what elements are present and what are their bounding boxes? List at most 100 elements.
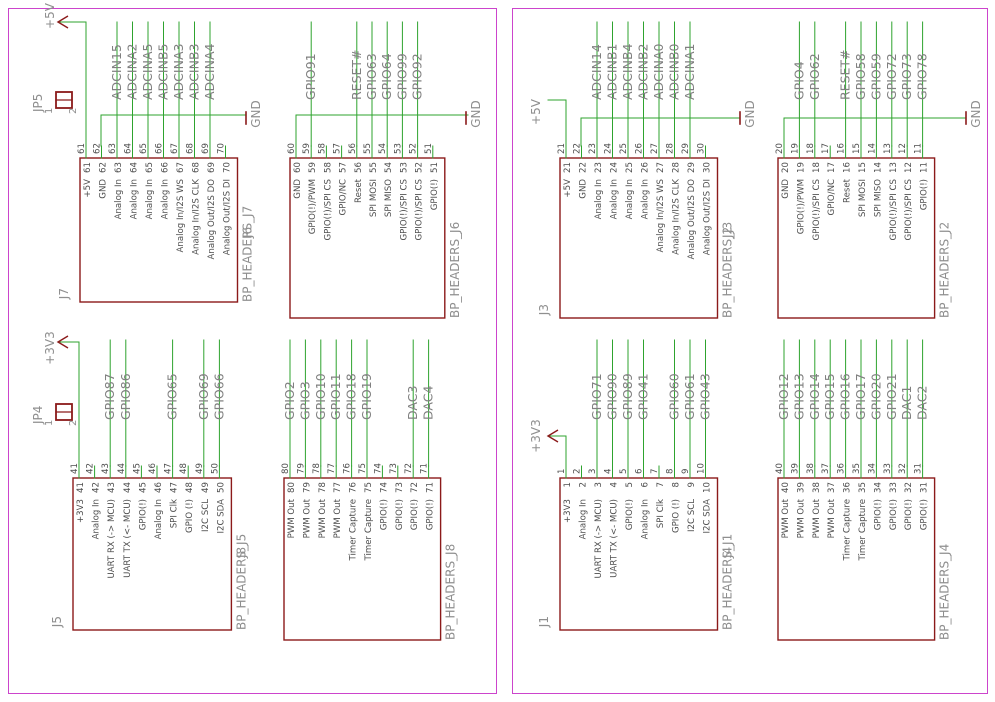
pin-function: Analog Out/I2S DO (207, 179, 217, 260)
pin-function: GPIO(!)/SPI CS (415, 179, 425, 241)
pin-number-outside: 44 (117, 463, 127, 474)
pin-number: 17 (827, 162, 837, 173)
pin-function: Timer Capture (843, 499, 853, 561)
pin-number: 50 (216, 482, 226, 493)
pin-number-outside: 45 (132, 463, 142, 474)
net-label: DAC2 (915, 386, 930, 420)
net-label: GPIO41 (636, 373, 651, 420)
pin-number: 63 (114, 162, 124, 173)
net-label: DAC4 (421, 386, 436, 420)
pin-number-outside: 55 (363, 143, 373, 154)
net-label: GPIO59 (868, 53, 883, 100)
pin-function: GND (781, 179, 791, 199)
pin-function: PWM Out (827, 498, 837, 538)
pin-number: 43 (107, 482, 117, 493)
pin-function: UART RX (-> MCU) (107, 499, 117, 579)
pin-function: Timer Capture (349, 499, 359, 561)
pin-number: 15 (858, 162, 868, 173)
pin-number: 41 (76, 482, 86, 493)
pin-number-outside: 63 (108, 143, 118, 154)
pin-number: 55 (369, 162, 379, 173)
ground-label: GND (743, 100, 757, 128)
pin-number-outside: 43 (101, 463, 111, 474)
pin-number-outside: 17 (821, 143, 831, 154)
pin-number-outside: 50 (210, 463, 220, 474)
pin-number: 65 (145, 162, 155, 173)
jumper-ref: JP4 (31, 406, 45, 425)
pin-number-outside: 69 (201, 143, 211, 154)
net-label: GPIO90 (605, 373, 620, 420)
pin-number: 29 (687, 162, 697, 173)
pin-number-outside: 76 (343, 463, 353, 474)
pin-number-outside: 66 (155, 143, 165, 154)
header-symbol-name: BP_HEADERS_J3 (721, 222, 735, 318)
pin-number-outside: 61 (77, 143, 87, 154)
header-alt-ref: J2 (721, 227, 735, 239)
pin-number: 18 (812, 162, 822, 173)
pin-number-outside: 78 (312, 463, 322, 474)
pin-number-outside: 27 (650, 143, 660, 154)
pin-number: 5 (625, 482, 635, 487)
pin-function: +5V (83, 179, 93, 198)
pin-function: GPIO(!)/SPI CS (399, 179, 409, 241)
pin-number: 27 (656, 162, 666, 173)
net-label: GPIO60 (667, 373, 682, 420)
pin-number: 72 (410, 482, 420, 493)
pin-number-outside: 6 (635, 469, 645, 474)
pin-number-outside: 2 (573, 469, 583, 474)
net-label: GPIO15 (822, 373, 837, 420)
pin-number-outside: 36 (837, 463, 847, 474)
power-flag-icon (56, 335, 69, 349)
pin-function: GPIO(!) (625, 499, 635, 530)
pin-number: 46 (154, 482, 164, 493)
net-label: ADCINA5 (140, 44, 155, 100)
net-label: GPIO63 (364, 53, 379, 100)
pin-number: 57 (339, 162, 349, 173)
pin-number-outside: 32 (898, 463, 908, 474)
header-symbol-name: BP_HEADERS_J1 (721, 534, 735, 630)
header-ref: J7 (57, 288, 71, 300)
net-label: GPIO13 (791, 373, 806, 420)
header-body (777, 477, 936, 641)
header-body (559, 477, 719, 631)
pin-function: GPIO(!) (379, 499, 389, 530)
pin-function: GPIO(!) (920, 499, 930, 530)
pin-function: Analog In (114, 179, 124, 219)
pin-number: 76 (349, 482, 359, 493)
pin-number-outside: 38 (806, 463, 816, 474)
pin-number-outside: 60 (287, 143, 297, 154)
pin-number-outside: 15 (852, 143, 862, 154)
pin-function: GPIO/NC (827, 179, 837, 215)
pin-number-outside: 64 (124, 143, 134, 154)
net-label: ADCINB0 (667, 43, 682, 100)
pin-function: GPIO(!)/SPI CS (812, 179, 822, 241)
pin-number: 31 (920, 482, 930, 493)
pin-number-outside: 11 (914, 143, 924, 154)
pin-number: 25 (625, 162, 635, 173)
net-label: ADCIN14 (589, 44, 604, 100)
pin-number: 38 (812, 482, 822, 493)
pin-number-outside: 24 (604, 143, 614, 154)
pin-number: 40 (781, 482, 791, 493)
pin-number: 60 (293, 162, 303, 173)
pin-number-outside: 10 (697, 463, 707, 474)
pin-number-outside: 67 (170, 143, 180, 154)
pin-number: 35 (858, 482, 868, 493)
pin-function: GPIO/NC (339, 179, 349, 215)
pin-number: 11 (920, 162, 930, 173)
header-symbol-name: BP_HEADERS_J8 (444, 544, 458, 640)
pin-function: Analog In (161, 179, 171, 219)
pin-number: 56 (354, 162, 364, 173)
jumper-pin-1: 1 (44, 420, 55, 426)
header-ref: J1 (537, 616, 551, 628)
pin-number-outside: 37 (821, 463, 831, 474)
pin-function: SPI MISO (384, 179, 394, 217)
pin-number: 53 (399, 162, 409, 173)
pin-function: Analog In (625, 179, 635, 219)
pin-function: Analog In (641, 499, 651, 539)
pin-number: 47 (170, 482, 180, 493)
pin-number: 16 (843, 162, 853, 173)
pin-function: GPIO(!) (395, 499, 405, 530)
pin-number-outside: 7 (650, 469, 660, 474)
